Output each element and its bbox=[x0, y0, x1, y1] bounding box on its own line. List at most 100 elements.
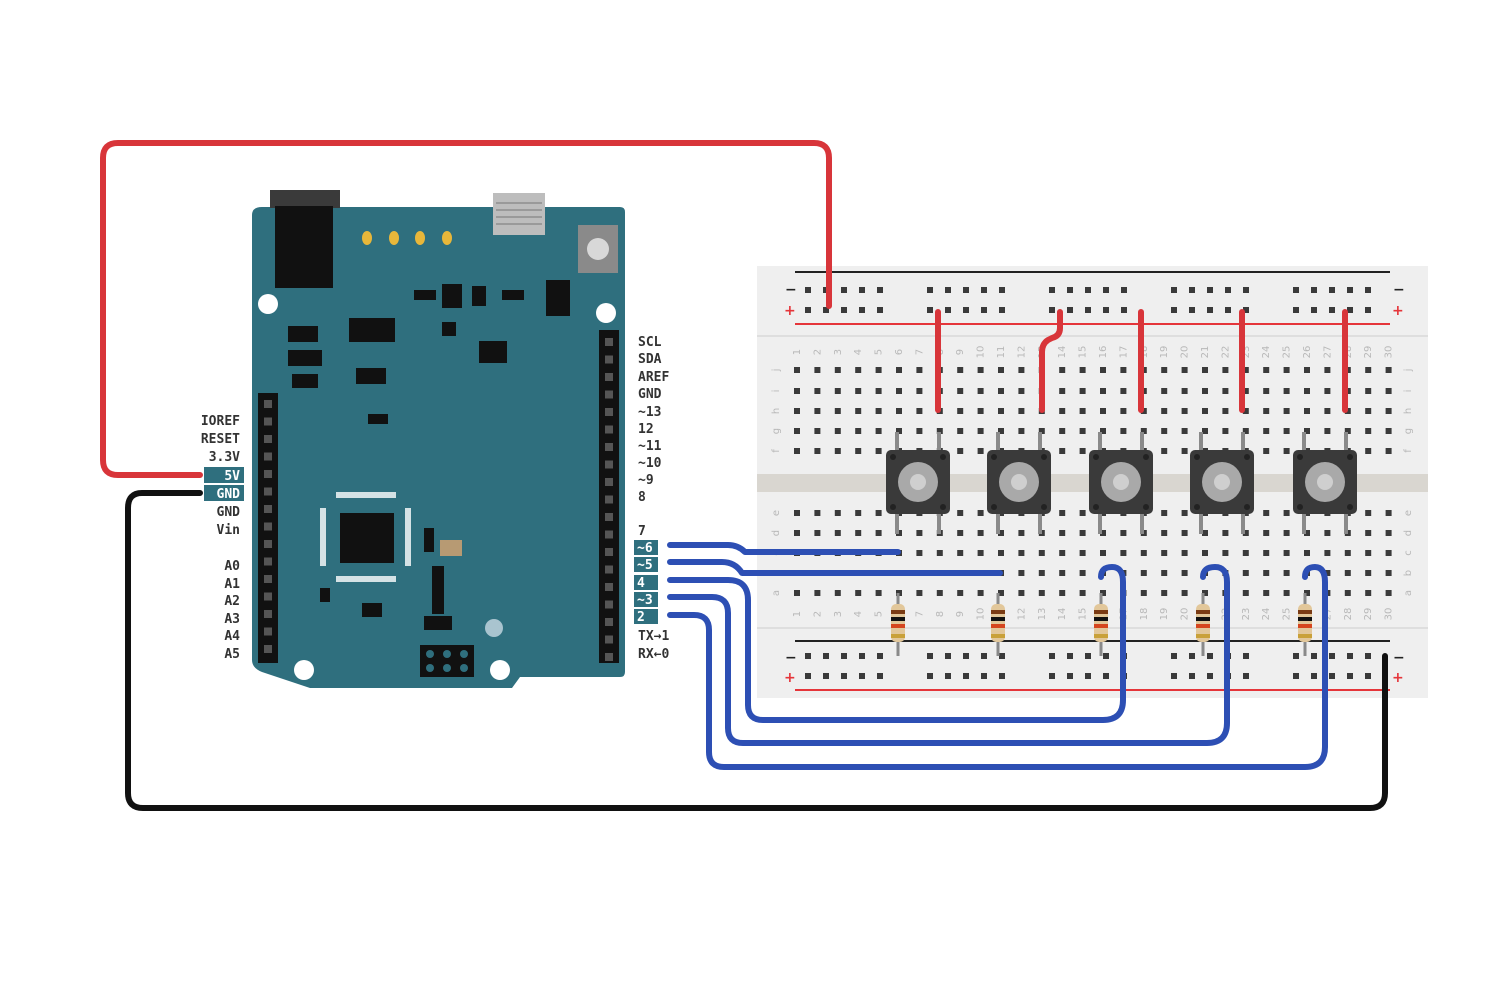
power-jack-icon bbox=[275, 206, 333, 288]
breadboard-hole bbox=[834, 590, 841, 596]
breadboard-hole bbox=[1181, 388, 1188, 394]
resistor-icon bbox=[1094, 593, 1108, 656]
breadboard-hole bbox=[998, 530, 1004, 536]
rail-hole bbox=[1067, 653, 1073, 659]
breadboard-hole bbox=[1038, 590, 1045, 596]
arduino-pcb bbox=[252, 207, 625, 688]
breadboard-hole bbox=[1222, 367, 1229, 373]
pushbuttons bbox=[886, 432, 1357, 534]
rail-hole bbox=[877, 653, 883, 659]
breadboard-hole bbox=[896, 388, 902, 394]
row-label: a bbox=[1403, 590, 1414, 596]
breadboard-hole bbox=[977, 550, 984, 556]
breadboard-hole bbox=[1344, 550, 1351, 556]
pin-highlight-2 bbox=[634, 609, 658, 624]
breadboard-hole bbox=[834, 367, 841, 373]
breadboard-hole bbox=[936, 428, 943, 434]
breadboard-hole bbox=[1079, 570, 1086, 576]
breadboard-hole bbox=[1181, 570, 1188, 576]
column-label: 9 bbox=[955, 349, 966, 355]
breadboard-hole bbox=[896, 428, 902, 434]
wires bbox=[100, 140, 1388, 811]
rail-hole bbox=[1049, 287, 1055, 293]
breadboard-hole bbox=[957, 408, 964, 414]
breadboard-hole bbox=[855, 367, 862, 373]
pin-label-3: ~3 bbox=[637, 593, 653, 608]
pin-label-rx0: RX←0 bbox=[638, 647, 669, 662]
pin-label-4: 4 bbox=[637, 576, 645, 591]
breadboard-hole bbox=[1100, 590, 1106, 596]
column-label: 1 bbox=[792, 611, 803, 617]
resistor-icon bbox=[991, 593, 1005, 656]
breadboard-hole bbox=[1181, 510, 1188, 516]
breadboard-hole bbox=[814, 408, 821, 414]
breadboard-hole bbox=[1181, 428, 1188, 434]
rail-hole bbox=[1329, 307, 1335, 313]
voltage-regulator-icon bbox=[349, 318, 395, 342]
column-label: 3 bbox=[833, 349, 844, 355]
column-label: 15 bbox=[1078, 608, 1089, 621]
breadboard-hole bbox=[1304, 388, 1310, 394]
breadboard-hole bbox=[875, 590, 882, 596]
column-label: 3 bbox=[833, 611, 844, 617]
breadboard-hole bbox=[1161, 590, 1168, 596]
breadboard-hole bbox=[1202, 590, 1208, 596]
breadboard-hole bbox=[1263, 367, 1270, 373]
pin-label-ioref: IOREF bbox=[201, 414, 240, 429]
breadboard-hole bbox=[1385, 530, 1392, 536]
rail-hole bbox=[1189, 307, 1195, 313]
rail-hole bbox=[1103, 307, 1109, 313]
rail-hole bbox=[945, 673, 951, 679]
breadboard-hole bbox=[875, 408, 882, 414]
breadboard-hole bbox=[1263, 530, 1270, 536]
header-pin bbox=[605, 408, 613, 416]
pin-label-reset: RESET bbox=[201, 432, 240, 447]
rail-hole bbox=[1085, 307, 1091, 313]
breadboard-hole bbox=[1263, 408, 1270, 414]
breadboard-hole bbox=[1344, 428, 1351, 434]
usb-port-icon bbox=[493, 193, 545, 235]
jumper-red bbox=[1039, 309, 1063, 413]
pin-label-a4: A4 bbox=[224, 629, 240, 644]
breadboard-hole bbox=[834, 530, 841, 536]
breadboard-hole bbox=[855, 428, 862, 434]
breadboard-hole bbox=[1140, 550, 1147, 556]
pin-labels: IOREF RESET 3.3V 5V GND GND Vin A0 A1 A2… bbox=[201, 335, 670, 662]
column-label: 5 bbox=[874, 611, 885, 617]
column-label: 10 bbox=[976, 346, 987, 359]
header-pin bbox=[264, 452, 272, 461]
column-label: 2 bbox=[812, 611, 823, 617]
breadboard-hole bbox=[1202, 408, 1208, 414]
rail-hole bbox=[927, 653, 933, 659]
breadboard-hole bbox=[998, 388, 1004, 394]
rail-hole bbox=[1365, 653, 1371, 659]
pin-label-5v: 5V bbox=[224, 469, 240, 484]
breadboard-hole bbox=[1161, 510, 1168, 516]
column-label: 12 bbox=[1016, 346, 1027, 359]
rail-hole bbox=[859, 287, 865, 293]
column-label: 26 bbox=[1302, 346, 1313, 359]
breadboard-hole bbox=[916, 408, 923, 414]
breadboard-hole bbox=[834, 388, 841, 394]
pin-label-gnd: GND bbox=[638, 387, 662, 402]
resistor-icon bbox=[1298, 593, 1312, 656]
breadboard-hole bbox=[1365, 408, 1372, 414]
rail-hole bbox=[1103, 653, 1109, 659]
breadboard-hole bbox=[1365, 550, 1372, 556]
breadboard-hole bbox=[998, 550, 1004, 556]
rail-hole bbox=[945, 307, 951, 313]
breadboard-hole bbox=[794, 428, 800, 434]
breadboard-hole bbox=[1059, 570, 1066, 576]
rail-hole bbox=[1243, 307, 1249, 313]
breadboard-hole bbox=[1304, 550, 1310, 556]
breadboard-hole bbox=[794, 408, 800, 414]
pin-label-3v3: 3.3V bbox=[209, 450, 240, 465]
breadboard-hole bbox=[1079, 428, 1086, 434]
rail-hole bbox=[927, 673, 933, 679]
row-label: d bbox=[771, 530, 782, 536]
rail-hole bbox=[1365, 287, 1371, 293]
pushbutton-icon bbox=[1190, 432, 1254, 534]
rail-hole bbox=[841, 307, 847, 313]
resistors bbox=[891, 593, 1312, 656]
breadboard-hole bbox=[957, 448, 964, 454]
